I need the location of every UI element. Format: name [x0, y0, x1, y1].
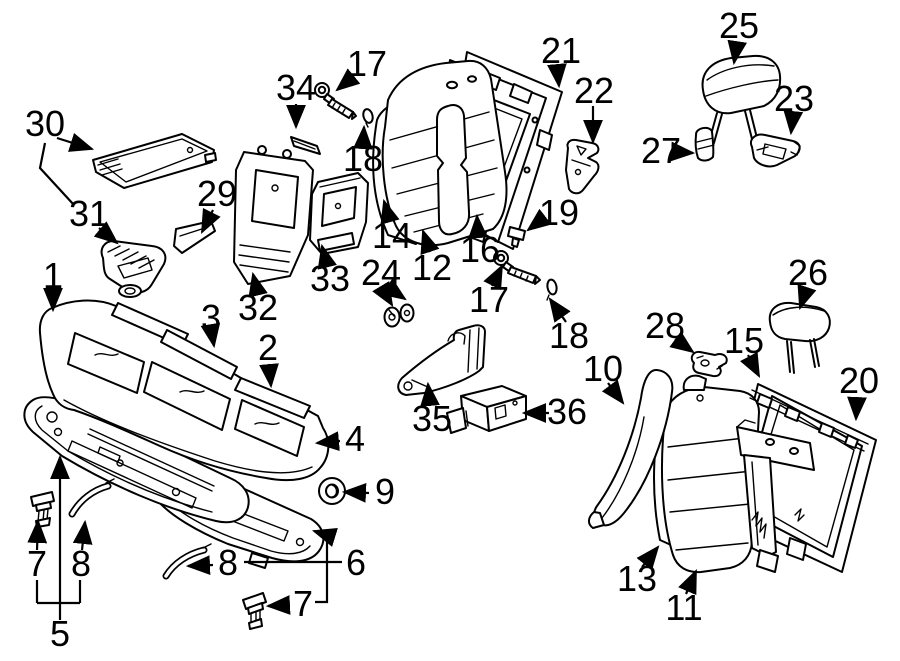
push-clip-left-drawing	[30, 491, 55, 528]
seatback-cover-left-drawing	[381, 59, 508, 247]
callout-7-left[interactable]: 7	[27, 543, 47, 584]
callout-18-top[interactable]: 18	[343, 138, 383, 179]
armrest-lid-drawing	[92, 133, 217, 189]
o-ring-18-mid-drawing	[546, 278, 558, 301]
callout-31[interactable]: 31	[69, 193, 109, 234]
o-ring-18-top-drawing	[362, 108, 374, 128]
clip-19-drawing	[507, 226, 526, 248]
callout-18-mid[interactable]: 18	[549, 315, 589, 356]
control-module-drawing	[446, 385, 527, 434]
torsion-rod-mid-drawing	[162, 543, 212, 580]
callout-14[interactable]: 14	[372, 215, 412, 256]
callout-8-mid[interactable]: 8	[218, 542, 238, 583]
callout-28[interactable]: 28	[645, 305, 685, 346]
callout-labels: 1 2 3 4 5 6 7 7 8 8 9 10 11 12 13 14 15 …	[25, 5, 879, 654]
callout-19[interactable]: 19	[539, 192, 579, 233]
callout-22[interactable]: 22	[574, 70, 614, 111]
bench-cushion-drawing	[38, 299, 330, 482]
side-bolster-drawing	[588, 369, 674, 529]
callout-7-right[interactable]: 7	[293, 583, 313, 624]
headrest-button-drawing	[694, 126, 715, 162]
washers-24-drawing	[383, 303, 415, 328]
callout-11[interactable]: 11	[665, 587, 702, 628]
leader-lines	[27, 39, 867, 620]
callout-15[interactable]: 15	[724, 320, 764, 361]
callout-4[interactable]: 4	[345, 418, 365, 459]
callout-6[interactable]: 6	[346, 542, 366, 583]
armrest-hinge-drawing	[397, 324, 486, 396]
callout-8-left[interactable]: 8	[71, 543, 91, 584]
callout-24[interactable]: 24	[361, 252, 401, 293]
callout-32[interactable]: 32	[238, 287, 278, 328]
callout-27[interactable]: 27	[641, 130, 681, 171]
headrest-guide-drawing	[750, 133, 801, 168]
trim-strip-29-drawing	[173, 220, 216, 254]
torsion-rod-left-drawing	[68, 478, 115, 518]
seat-pan-left-drawing	[23, 396, 250, 524]
callout-13[interactable]: 13	[617, 558, 657, 599]
grommet-drawing	[318, 477, 346, 505]
seatback-frame-right-drawing	[736, 389, 869, 573]
callout-29[interactable]: 29	[197, 173, 237, 214]
callout-20[interactable]: 20	[839, 360, 879, 401]
callout-34[interactable]: 34	[276, 67, 316, 108]
trim-strip-34-drawing	[290, 136, 321, 155]
callout-5[interactable]: 5	[50, 613, 70, 654]
callout-9[interactable]: 9	[375, 471, 395, 512]
callout-3[interactable]: 3	[201, 297, 221, 338]
callout-36[interactable]: 36	[547, 391, 587, 432]
seatback-cover-right-drawing	[660, 374, 760, 574]
cupholder-drawing	[100, 240, 167, 298]
latch-frame-33-drawing	[309, 172, 369, 255]
callout-2[interactable]: 2	[258, 327, 278, 368]
screw-17-top-drawing	[314, 82, 357, 120]
callout-26[interactable]: 26	[788, 252, 828, 293]
callout-17-top[interactable]: 17	[347, 43, 387, 84]
latch-frame-32-drawing	[233, 145, 314, 285]
callout-33[interactable]: 33	[310, 258, 350, 299]
callout-23[interactable]: 23	[774, 78, 814, 119]
callout-17-mid[interactable]: 17	[469, 279, 509, 320]
callout-21[interactable]: 21	[541, 30, 581, 71]
latch-28-drawing	[690, 350, 728, 378]
callout-16[interactable]: 16	[460, 229, 500, 270]
callout-10[interactable]: 10	[583, 348, 623, 389]
push-clip-right-drawing	[242, 592, 267, 630]
headrest-large-drawing	[701, 54, 782, 144]
screw-17-mid-drawing	[493, 250, 541, 285]
callout-25[interactable]: 25	[719, 5, 759, 46]
callout-30[interactable]: 30	[25, 103, 65, 144]
callout-12[interactable]: 12	[412, 247, 452, 288]
callout-35[interactable]: 35	[412, 398, 452, 439]
bracket-22-drawing	[565, 138, 600, 195]
headrest-small-drawing	[768, 301, 831, 374]
callout-1[interactable]: 1	[43, 255, 63, 296]
